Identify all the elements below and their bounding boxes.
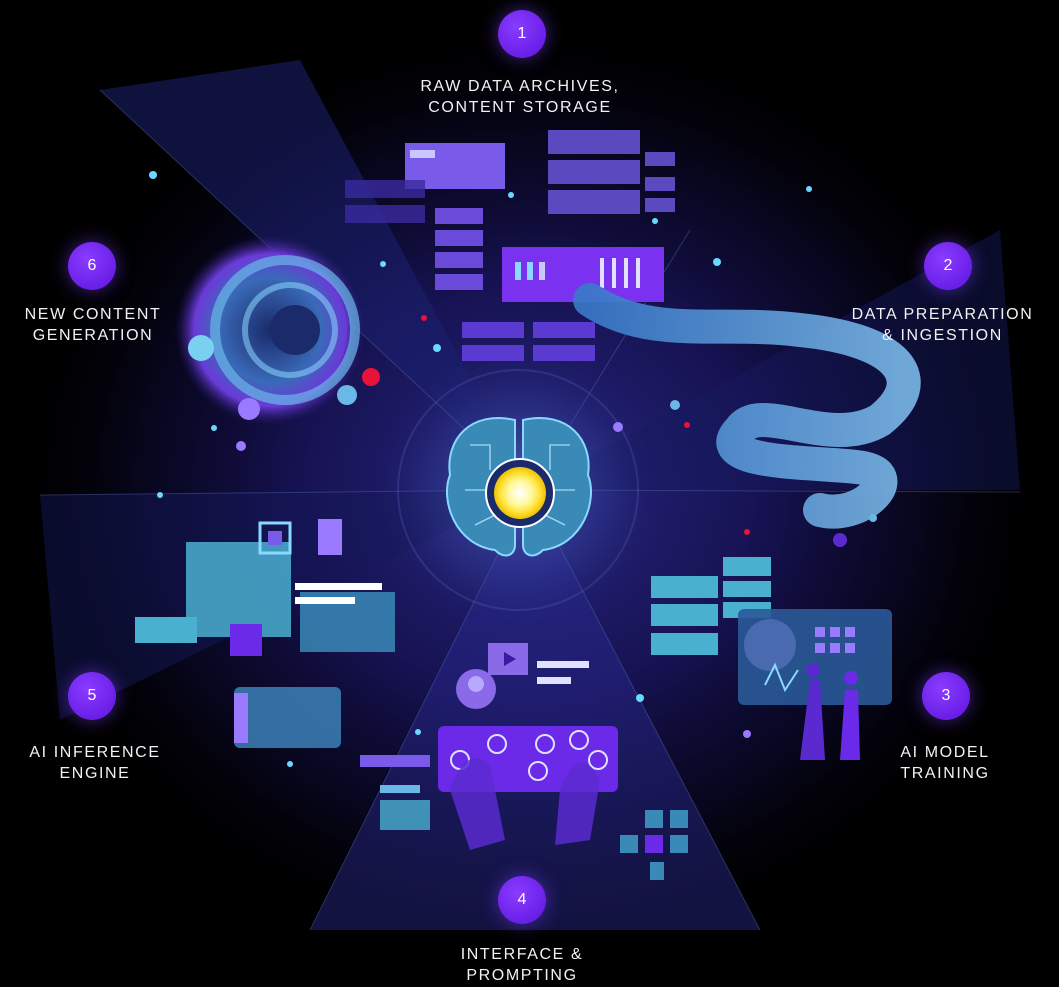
step-5-label-line1: AI INFERENCE xyxy=(29,744,161,761)
step-5-label: AI INFERENCE ENGINE xyxy=(10,742,180,784)
step-3-label: AI MODEL TRAINING xyxy=(870,742,1020,784)
step-4-label: INTERFACE & PROMPTING xyxy=(420,944,624,986)
step-1-label: RAW DATA ARCHIVES, CONTENT STORAGE xyxy=(380,76,660,118)
step-4-label-line2: PROMPTING xyxy=(466,967,578,984)
step-4-label-line1: INTERFACE & xyxy=(460,946,584,963)
step-6-label: NEW CONTENT GENERATION xyxy=(5,304,181,346)
step-1-badge: 1 xyxy=(498,10,546,58)
step-5-label-line2: ENGINE xyxy=(59,765,131,782)
step-6-label-line2: GENERATION xyxy=(32,327,154,344)
step-6-badge: 6 xyxy=(68,242,116,290)
step-2-label-line1: DATA PREPARATION xyxy=(851,306,1034,323)
inference-panels xyxy=(135,519,395,748)
step-1-label-line2: CONTENT STORAGE xyxy=(428,99,612,116)
step-2-label-line2: & INGESTION xyxy=(882,327,1003,344)
server-icon xyxy=(345,130,675,361)
step-3-label-line1: AI MODEL xyxy=(900,744,990,761)
brain-icon xyxy=(446,417,592,557)
step-6-label-line1: NEW CONTENT xyxy=(24,306,162,323)
spiral-icon xyxy=(175,235,380,425)
scattered-nodes xyxy=(149,171,877,767)
step-4-badge: 4 xyxy=(498,876,546,924)
step-3-badge: 3 xyxy=(922,672,970,720)
interface-panel xyxy=(360,643,688,880)
step-5-badge: 5 xyxy=(68,672,116,720)
center-ring xyxy=(397,369,639,611)
training-panels xyxy=(651,557,892,760)
play-icon xyxy=(504,652,516,666)
core-light xyxy=(494,467,546,519)
data-ribbon xyxy=(573,283,921,529)
step-3-label-line2: TRAINING xyxy=(900,765,990,782)
step-2-badge: 2 xyxy=(924,242,972,290)
hands-icon xyxy=(450,758,600,850)
step-2-label: DATA PREPARATION & INGESTION xyxy=(830,304,1055,346)
step-1-label-line1: RAW DATA ARCHIVES, xyxy=(420,78,620,95)
